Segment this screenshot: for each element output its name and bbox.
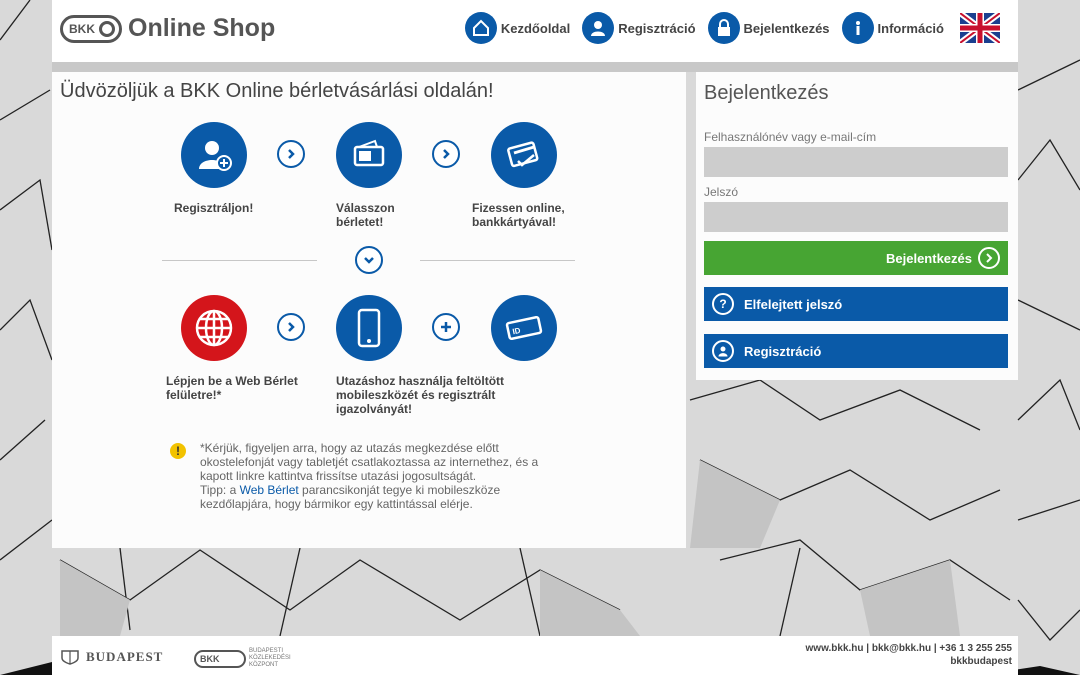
chevron-right-icon [277,313,305,341]
register-step-icon [181,122,247,188]
footer-contact: www.bkk.hu | bkk@bkk.hu | +36 1 3 255 25… [806,642,1012,668]
bkk-footer-subtitle: BUDAPESTI KÖZLEKEDÉSI KÖZPONT [249,648,291,668]
web-pass-link[interactable]: Web Bérlet [239,483,299,497]
site-title: Online Shop [128,14,276,42]
uk-flag-icon[interactable] [960,13,1000,43]
nav-information-label: Információ [877,20,944,36]
forgot-password-button[interactable]: ? Elfelejtett jelszó [704,287,1008,321]
login-button[interactable]: Bejelentkezés [704,241,1008,275]
wallet-icon [353,139,385,167]
id-card-step-icon: ID [491,295,557,361]
header: BKK Online Shop Kezdőoldal Regisztráció [52,0,1018,62]
site-logo[interactable]: BKK Online Shop [60,14,275,43]
plus-icon [432,313,460,341]
page-container: BKK Online Shop Kezdőoldal Regisztráció [52,0,1018,675]
travel-step-label: Utazáshoz használja feltöltött mobileszk… [336,374,505,416]
user-icon [582,12,615,44]
nav-home-label: Kezdőoldal [500,20,571,36]
globe-icon [195,309,233,347]
password-label: Jelszó [704,185,739,199]
pay-step-icon [491,122,557,188]
divider-right [420,260,575,261]
tip-prefix: Tipp: a [200,483,240,497]
nav-login-label: Bejelentkezés [743,20,830,36]
web-pass-step-icon [181,295,247,361]
lock-icon [707,12,740,44]
bkk-logo: BKK [60,14,122,43]
login-panel: Bejelentkezés Felhasználónév vagy e-mail… [696,72,1018,380]
footer-social[interactable]: bkkbudapest [950,656,1012,667]
warning-icon: ! [170,443,186,459]
footer: BUDAPEST BKK BUDAPESTI KÖZLEKEDÉSI KÖZPO… [52,636,1018,675]
credit-card-icon [507,141,539,168]
choose-pass-step-label: Válasszon bérletet! [336,201,395,229]
home-icon [464,12,497,44]
register-step-label: Regisztráljon! [174,201,254,215]
coat-of-arms-icon [61,650,79,665]
login-button-label: Bejelentkezés [886,250,972,266]
nav-registration[interactable]: Regisztráció [582,12,696,44]
id-card-icon: ID [505,315,543,341]
welcome-panel: Üdvözöljük a BKK Online bérletvásárlási … [52,72,686,548]
smartphone-icon [357,308,381,348]
tip-suffix: parancsikonját tegye ki mobileszköze kez… [200,483,501,511]
forgot-password-label: Elfelejtett jelszó [744,296,843,312]
header-separator [52,62,1018,72]
top-navigation: Kezdőoldal Regisztráció Bejelentkezés In… [464,12,1018,44]
svg-text:ID: ID [512,326,522,337]
web-pass-step-label: Lépjen be a Web Bérlet felületre!* [166,374,298,402]
pay-step-label: Fizessen online, bankkártyával! [472,201,565,229]
footer-contact-line[interactable]: www.bkk.hu | bkk@bkk.hu | +36 1 3 255 25… [805,643,1012,654]
choose-pass-step-icon [336,122,402,188]
login-title: Bejelentkezés [704,82,829,104]
nav-registration-label: Regisztráció [618,20,696,36]
divider-left [162,260,317,261]
chevron-right-icon [978,247,1000,269]
nav-information[interactable]: Információ [841,12,944,44]
notice-line: *Kérjük, figyeljen arra, hogy az utazás … [200,441,539,483]
nav-home[interactable]: Kezdőoldal [464,12,571,44]
bkk-mini-logo: BKK [194,649,246,668]
user-icon [712,340,734,362]
question-icon: ? [712,293,734,315]
chevron-right-icon [432,140,460,168]
bkk-footer-logo[interactable]: BKK BUDAPESTI KÖZLEKEDÉSI KÖZPONT [194,648,319,669]
chevron-right-icon [277,140,305,168]
user-add-icon [199,141,232,171]
username-input[interactable] [704,147,1008,177]
register-button[interactable]: Regisztráció [704,334,1008,368]
nav-login[interactable]: Bejelentkezés [707,12,830,44]
password-input[interactable] [704,202,1008,232]
info-icon [841,12,874,44]
register-button-label: Regisztráció [744,343,822,359]
username-label: Felhasználónév vagy e-mail-cím [704,130,877,144]
travel-step-icon [336,295,402,361]
welcome-title: Üdvözöljük a BKK Online bérletvásárlási … [60,80,494,102]
budapest-logo-text: BUDAPEST [86,649,164,664]
chevron-down-icon [355,246,383,274]
notice-text: *Kérjük, figyeljen arra, hogy az utazás … [200,441,570,511]
budapest-logo[interactable]: BUDAPEST [60,649,163,665]
